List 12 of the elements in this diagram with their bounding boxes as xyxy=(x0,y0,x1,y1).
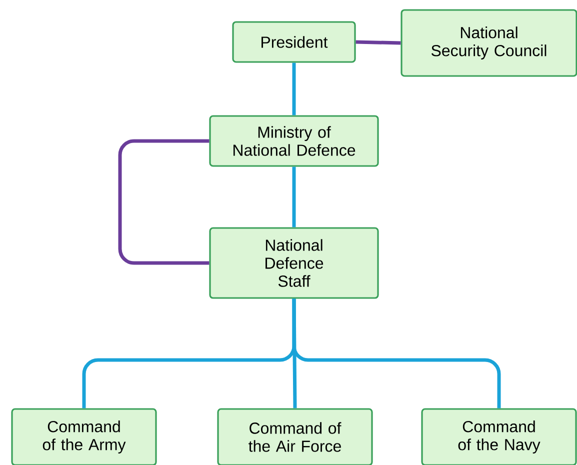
connector-line xyxy=(118,139,210,265)
connector-line xyxy=(292,62,296,116)
org-box: Command of the Navy xyxy=(421,408,577,465)
org-box: President xyxy=(232,21,356,63)
org-box: Ministry of National Defence xyxy=(209,115,379,167)
org-box: Command of the Army xyxy=(11,408,157,465)
connector-line xyxy=(292,298,501,408)
org-box: Command of the Air Force xyxy=(217,408,373,465)
org-box: National Defence Staff xyxy=(209,227,379,299)
connector-line xyxy=(292,166,296,228)
connector-line xyxy=(356,40,401,45)
org-box: National Security Council xyxy=(400,9,577,77)
